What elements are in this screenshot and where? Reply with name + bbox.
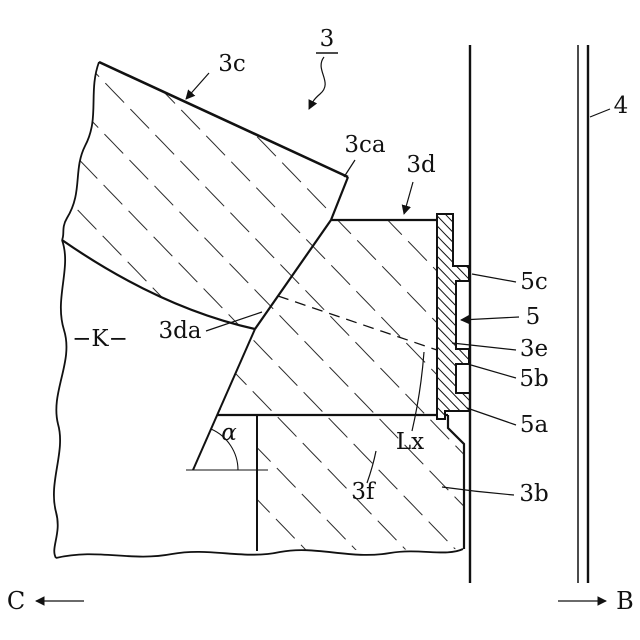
body-outline — [53, 60, 466, 559]
leader-3da — [205, 311, 263, 332]
lx-dashed-line — [277, 295, 438, 351]
body-bottom-hatch — [257, 415, 464, 551]
break-line-lower-left — [53, 239, 68, 559]
leader-3e — [451, 342, 517, 351]
body-top-edge-3c — [98, 60, 349, 179]
seal-5-dense-hatch — [437, 214, 470, 419]
leader-3ca — [343, 159, 356, 178]
label-3: 3 — [320, 26, 335, 52]
body-hatch-regions — [62, 62, 464, 551]
leader-lx — [411, 351, 425, 432]
label-5a: 5a — [520, 412, 549, 438]
label-k-zone: −K− — [72, 326, 128, 352]
label-3b: 3b — [519, 481, 548, 507]
break-line-upper-left — [61, 61, 100, 241]
label-lx: Lx — [396, 429, 424, 455]
leader-3c-arrow — [185, 72, 210, 100]
label-3da: 3da — [158, 318, 201, 344]
body-lower-right-edge — [446, 415, 466, 549]
label-c: C — [7, 587, 25, 615]
body-slant-edge-3da — [254, 219, 332, 330]
leader-5c — [471, 273, 517, 283]
leader-4 — [589, 108, 611, 118]
label-3f: 3f — [351, 479, 376, 505]
label-5b: 5b — [519, 366, 548, 392]
leader-3d-arrow — [401, 181, 414, 215]
zone-boundary-curve — [61, 239, 256, 331]
leader-lines — [35, 52, 611, 606]
label-5: 5 — [526, 304, 541, 330]
leader-5b — [470, 364, 517, 379]
leader-3-squiggle-arrow — [308, 56, 326, 110]
body-zone-slant-line — [192, 328, 256, 471]
label-3c: 3c — [218, 51, 246, 77]
body-middle-hatch — [217, 220, 453, 415]
label-alpha: α — [221, 420, 237, 446]
label-3d: 3d — [406, 152, 436, 178]
label-5c: 5c — [520, 269, 548, 295]
angle-arc — [210, 428, 239, 471]
body-corner-edge-3ca — [329, 176, 350, 221]
label-3e: 3e — [520, 336, 548, 362]
body-wedge-hatch — [62, 62, 348, 329]
leader-3f — [366, 450, 377, 484]
leader-5a — [466, 407, 517, 426]
panel-4-lines — [468, 45, 590, 583]
label-b: B — [616, 587, 634, 615]
label-4: 4 — [614, 93, 629, 119]
labels: 3 3c 3ca 3d 4 5c 5 3e 5b 5a 3b 3da −K− α… — [7, 26, 634, 615]
leader-5-arrow — [460, 314, 520, 325]
leader-3b — [441, 486, 515, 496]
seal-5-shape — [436, 213, 471, 420]
break-line-bottom — [55, 548, 464, 559]
label-3ca: 3ca — [344, 132, 386, 158]
